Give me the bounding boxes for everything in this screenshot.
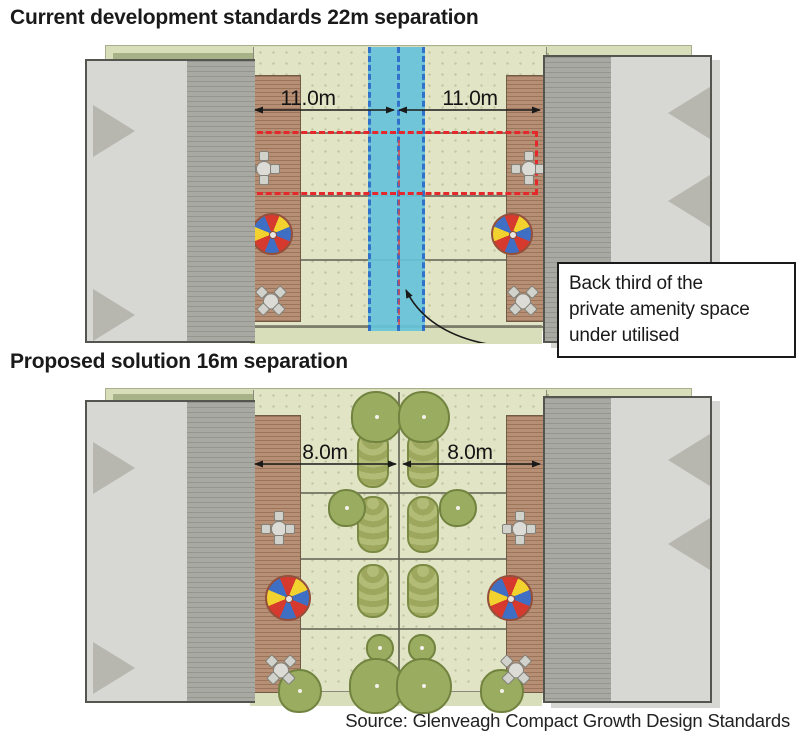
hedge-row [407,496,439,553]
callout-box: Back third of the private amenity space … [557,262,796,358]
dimension-label-right: 8.0m [447,441,493,464]
building-left [85,400,255,703]
tree-icon [398,391,450,443]
deck-left [253,75,301,322]
dormer-icon [93,105,135,157]
table-and-chairs-icon [511,151,545,185]
underutilised-strip-highlight [368,47,425,331]
dormer-icon [668,87,710,139]
diagram-proposed-16m: 8.0m 8.0m [85,388,712,714]
building-right [543,396,712,703]
dormer-icon [668,518,710,570]
diagram-current-22m: 11.0m 11.0m [85,45,712,344]
building-left [85,59,255,343]
callout-text-line: private amenity space [569,299,750,321]
dormer-icon [93,642,135,694]
hedge-row [357,564,389,618]
parasol-icon [487,575,533,621]
garden-centerline [398,392,400,692]
roof-pitch-dark [187,61,255,341]
table-and-chairs-icon [261,511,295,545]
roof-pitch-dark [187,402,255,701]
roof-pitch-dark [545,398,611,701]
parasol-icon [251,213,293,255]
dimension-label-right: 11.0m [442,87,498,110]
table-and-chairs-icon [502,511,536,545]
callout-text-line: Back third of the [569,273,703,294]
dormer-icon [668,175,710,227]
parasol-icon [265,575,311,621]
hedge-row [407,564,439,618]
dormer-icon [93,289,135,341]
red-dashed-zone [248,131,538,195]
proposed-solution-title: Proposed solution 16m separation [10,350,348,373]
tree-icon [396,658,452,714]
dimension-label-left: 11.0m [280,87,336,110]
tree-icon [349,658,405,714]
callout-text-line: under utilised [569,325,680,347]
tree-icon [351,391,403,443]
source-caption: Source: Glenveagh Compact Growth Design … [345,710,790,731]
parasol-icon [491,213,533,255]
dormer-icon [93,442,135,494]
current-standards-title: Current development standards 22m separa… [10,6,479,29]
shrub-icon [439,489,477,527]
dormer-icon [668,434,710,486]
shrub-icon [328,489,366,527]
shared-garden [253,390,547,700]
dimension-label-left: 8.0m [302,441,348,464]
strip-red-centerline [398,140,400,325]
